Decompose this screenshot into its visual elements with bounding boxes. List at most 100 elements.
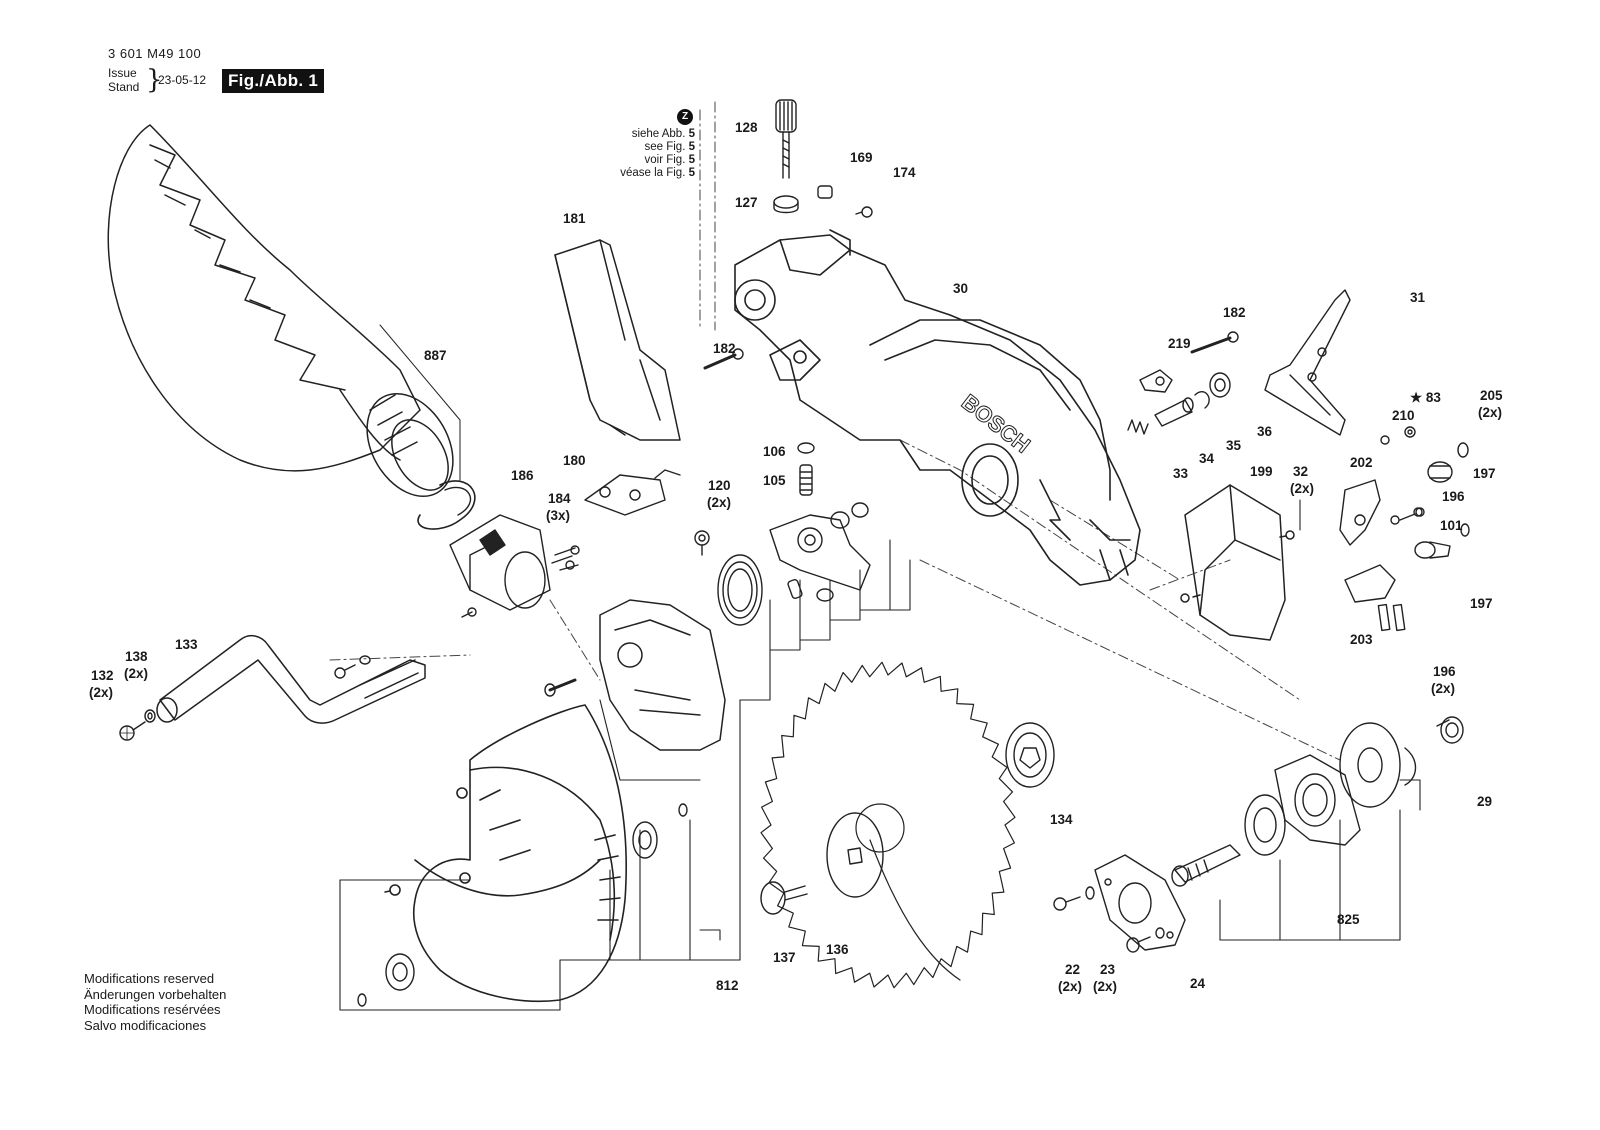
torsion-spring: [717, 554, 763, 626]
screw-182a: [703, 348, 744, 370]
dashed-reference-lines: [329, 101, 1341, 761]
pin-205: [1457, 442, 1469, 458]
part-label: 887: [424, 348, 447, 363]
screw-22: [1053, 896, 1081, 911]
blade-flange-136: [826, 812, 884, 898]
part-label: 210: [1392, 408, 1415, 423]
washer-138: [144, 709, 156, 723]
part-label: 106: [763, 444, 786, 459]
footer-note: Salvo modificaciones: [84, 1017, 207, 1033]
screw-24: [1126, 927, 1165, 953]
dust-bag: [107, 124, 461, 481]
part-label: 137: [773, 950, 796, 965]
flange-134: [1005, 722, 1055, 788]
inner-cover-plate: [599, 599, 726, 751]
bolt-137: [760, 881, 808, 915]
screws-120: [694, 530, 710, 556]
part-label: 24: [1190, 976, 1206, 991]
footer-note: Modifications resérvées: [84, 1002, 221, 1017]
reference-line: véase la Fig. 5: [620, 167, 695, 179]
snap-ring: [1404, 747, 1417, 786]
part-label: 35: [1226, 438, 1242, 453]
part-label: 196: [1442, 489, 1465, 504]
part-label: (2x): [1431, 681, 1455, 696]
part-label: 202: [1350, 455, 1373, 470]
part-label: 197: [1470, 596, 1493, 611]
part-label: 33: [1173, 466, 1189, 481]
part-label: 31: [1410, 290, 1426, 305]
ring-35: [1194, 391, 1210, 409]
part-label: 205: [1480, 388, 1503, 403]
spindle-shaft: [1171, 844, 1241, 887]
part-label: 128: [735, 120, 758, 135]
stand-label: Stand: [108, 80, 140, 94]
block-203: [1344, 564, 1406, 632]
part-label: 36: [1257, 424, 1273, 439]
part-label: 181: [563, 211, 586, 226]
pin-34: [1154, 397, 1194, 427]
document-number: 3 601 M49 100: [108, 46, 202, 61]
part-label: 101: [1440, 518, 1463, 533]
part-label: (2x): [1478, 405, 1502, 420]
nut-169: [817, 185, 833, 199]
dust-port-186: [449, 514, 551, 611]
part-label: 825: [1337, 912, 1360, 927]
screw-lower-left: [544, 678, 577, 697]
part-label: 182: [713, 341, 736, 356]
part-label: 29: [1477, 794, 1492, 809]
arm-plate: [769, 502, 871, 602]
part-label: 23: [1100, 962, 1116, 977]
footer-notes: Modifications reserved Änderungen vorbeh…: [84, 971, 226, 1033]
roller-wheel: [632, 803, 688, 859]
part-label: 136: [826, 942, 849, 957]
brace-glyph: }: [146, 65, 163, 95]
saw-blade: [760, 661, 1016, 989]
reference-note: siehe Abb. 5 see Fig. 5 voir Fig. 5 véas…: [560, 128, 695, 180]
wheel-bottom: [357, 953, 415, 1007]
part-label: ★ 83: [1410, 390, 1441, 405]
bracket-202: [1339, 479, 1425, 546]
bearing-housing: [1274, 754, 1361, 846]
part-label: 32: [1293, 464, 1308, 479]
reference-line: see Fig. 5: [644, 141, 695, 153]
part-labels: 128 127 169 174 181 887 30 182 182 219 3…: [89, 120, 1503, 994]
part-label: 174: [893, 165, 916, 180]
part-label: 196: [1433, 664, 1456, 679]
part-label: 134: [1050, 812, 1073, 827]
bracket-lines: [339, 499, 1421, 1011]
screw-182b: [1190, 331, 1239, 354]
part-label: (2x): [1290, 481, 1314, 496]
clip-219: [1139, 369, 1173, 393]
screw-101: [1399, 507, 1423, 521]
issue-date: 23-05-12: [158, 73, 207, 87]
spring-33: [1127, 419, 1149, 435]
screw-174: [855, 206, 873, 218]
bag-coupler: [366, 392, 454, 498]
mounting-plate-24: [1094, 854, 1186, 951]
pin-197b: [1414, 523, 1470, 559]
ring-clip: [417, 480, 476, 530]
spring-105: [797, 442, 815, 496]
issue-label: Issue: [108, 66, 137, 80]
part-label: (2x): [124, 666, 148, 681]
part-label: 133: [175, 637, 198, 652]
part-label: 105: [763, 473, 786, 488]
brand-mark: BOSCH: [957, 389, 1035, 458]
part-label: 34: [1199, 451, 1215, 466]
lower-blade-guard: [384, 704, 627, 1003]
bushing-29: [1436, 716, 1464, 744]
knob-197a: [1427, 461, 1453, 483]
part-label: (2x): [1058, 979, 1082, 994]
part-label: 22: [1065, 962, 1080, 977]
screw-132: [119, 721, 146, 741]
part-label: (2x): [89, 685, 113, 700]
reference-badge: Z: [677, 109, 693, 125]
part-label: 197: [1473, 466, 1496, 481]
bearing: [1244, 794, 1286, 856]
part-label: (2x): [1093, 979, 1117, 994]
footer-note: Modifications reserved: [84, 971, 215, 986]
pulley-disc: [1339, 722, 1401, 808]
reference-line: siehe Abb. 5: [631, 128, 695, 140]
part-label: 199: [1250, 464, 1273, 479]
